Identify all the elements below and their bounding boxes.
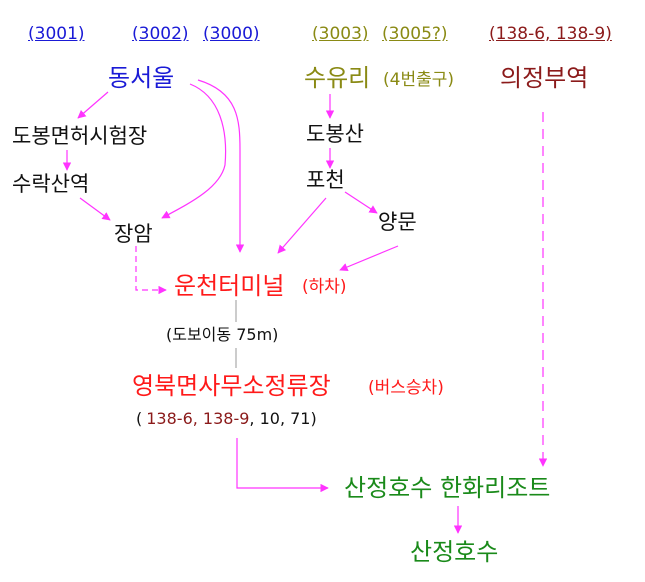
node-uijeongbu: 의정부역 — [500, 64, 589, 92]
walk-note: (도보이동 75m) — [166, 325, 279, 344]
node-suyuri-note: (4번출구) — [383, 70, 455, 90]
node-office: 영북면사무소정류장 — [132, 372, 331, 400]
office-routes: (138-6, 138-9, 10, 71) — [136, 411, 317, 427]
route-3003: (3003) — [312, 24, 369, 44]
node-suyuri: 수유리 — [304, 64, 371, 92]
arrow-dongseoul-dobong — [77, 91, 109, 119]
node-dobongsan: 도봉산 — [306, 122, 364, 146]
node-jangam: 장암 — [114, 222, 153, 246]
node-pocheon: 포천 — [306, 168, 345, 192]
route-3002: (3002) — [132, 24, 189, 44]
office-routes-rest: , 10, 71) — [249, 409, 317, 428]
node-yangmun: 양문 — [378, 210, 417, 234]
node-surak: 수락산역 — [12, 172, 90, 196]
node-lake: 산정호수 — [410, 538, 499, 566]
route-3005: (3005?) — [382, 24, 448, 44]
arrow-jangam-terminal — [135, 246, 167, 295]
route-3000: (3000) — [203, 24, 260, 44]
route-138: (138-6, 138-9) — [489, 24, 612, 44]
node-terminal-note: (하차) — [302, 277, 347, 297]
node-dobong-test: 도봉면허시험장 — [12, 124, 148, 148]
office-routes-open: ( — [136, 409, 143, 428]
arrow-office-resort — [236, 438, 329, 493]
route-3001: (3001) — [28, 24, 85, 44]
arrow-pocheon-yangmun — [344, 191, 378, 214]
node-terminal: 운천터미널 — [174, 272, 285, 300]
arrow-dongseoul-terminal — [197, 79, 245, 253]
arrow-pocheon-terminal — [277, 197, 327, 254]
arrow-yangmun-terminal — [339, 245, 399, 271]
office-routes-main: 138-6, 138-9 — [146, 409, 250, 428]
node-resort: 산정호수 한화리조트 — [344, 474, 551, 502]
arrow-surak-jangam — [79, 197, 111, 221]
node-dongseoul: 동서울 — [108, 64, 175, 92]
node-office-note: (버스승차) — [368, 378, 444, 398]
arrow-dongseoul-jangam — [161, 83, 227, 219]
